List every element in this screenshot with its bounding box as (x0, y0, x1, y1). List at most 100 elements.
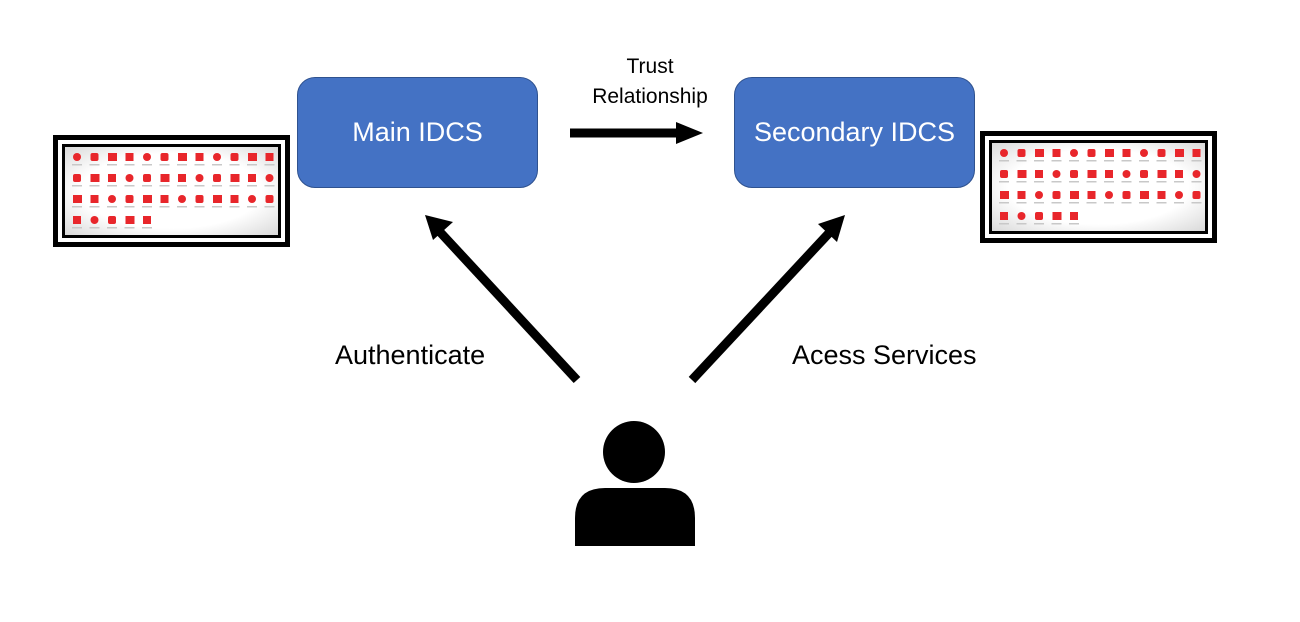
service-icon-caption (212, 164, 222, 166)
service-icon (1122, 170, 1131, 178)
service-icon-caption (1191, 202, 1202, 204)
service-icon (90, 174, 100, 182)
service-icon-caption (229, 185, 240, 187)
trust-arrow (570, 122, 703, 144)
service-icon-grid-left (53, 135, 290, 247)
service-icon (1070, 212, 1078, 220)
service-icon (1087, 170, 1097, 178)
service-icon (73, 195, 82, 203)
service-icon (1157, 170, 1167, 178)
service-icon (1035, 149, 1044, 157)
service-icon-caption (194, 206, 205, 208)
service-icon (1087, 191, 1096, 199)
service-icon-caption (999, 160, 1009, 162)
service-icon-caption (1016, 223, 1027, 225)
service-icon (90, 195, 99, 203)
service-icon-caption (1139, 202, 1149, 204)
service-icon (1105, 170, 1113, 178)
service-icon (1017, 149, 1026, 157)
service-icon (230, 153, 239, 161)
service-icon-caption (1051, 223, 1062, 225)
service-icon-caption (1121, 202, 1132, 204)
service-icon (108, 153, 117, 161)
service-icon (125, 174, 134, 182)
service-icon-caption (142, 164, 152, 166)
service-icon (160, 174, 170, 182)
trust-label-line1: Trust (626, 55, 674, 78)
service-icon-caption (72, 206, 82, 208)
service-icon-caption (72, 227, 82, 229)
service-icon (108, 195, 116, 203)
service-icon-caption (1051, 181, 1062, 183)
service-icon-caption (1069, 223, 1079, 225)
service-icon (1157, 149, 1166, 157)
service-icon-caption (1156, 202, 1167, 204)
service-icon-caption (107, 206, 117, 208)
service-icon (143, 195, 152, 203)
service-icon (73, 153, 81, 161)
service-icon-grid (72, 153, 275, 229)
service-icon-caption (1174, 181, 1184, 183)
service-icon-caption (1104, 202, 1114, 204)
authenticate-arrow (425, 215, 581, 384)
service-icon-caption (264, 206, 275, 208)
service-icon (1192, 191, 1201, 199)
service-icon-caption (1034, 223, 1044, 225)
service-icon-caption (72, 164, 82, 166)
service-icon (213, 153, 221, 161)
service-icon (1175, 170, 1183, 178)
service-icon (230, 174, 240, 182)
service-icon-caption (124, 185, 135, 187)
service-icon-caption (999, 223, 1009, 225)
service-icon-caption (107, 185, 117, 187)
service-icon-caption (264, 164, 275, 166)
service-icon-grid-right (980, 131, 1217, 243)
service-icon-caption (1139, 160, 1149, 162)
service-icon-grid (999, 149, 1202, 225)
service-icon-caption (1086, 181, 1097, 183)
service-icon-caption (1016, 202, 1027, 204)
service-icon-caption (247, 206, 257, 208)
service-icon (195, 195, 204, 203)
service-icon (1192, 149, 1201, 157)
service-icon (1052, 212, 1062, 220)
service-icon (125, 153, 134, 161)
service-icon (125, 216, 135, 224)
service-icon (1000, 191, 1009, 199)
service-icon (1175, 191, 1183, 199)
service-icon (178, 153, 187, 161)
service-icon-caption (1104, 160, 1114, 162)
main-idcs-label: Main IDCS (352, 117, 483, 147)
service-icon (1017, 191, 1026, 199)
service-icon (1052, 170, 1061, 178)
service-icon-caption (229, 164, 240, 166)
service-icon-caption (1069, 181, 1079, 183)
service-icon-caption (1051, 202, 1062, 204)
service-icon (1070, 191, 1079, 199)
service-icon-caption (1174, 202, 1184, 204)
service-icon (248, 153, 257, 161)
service-icon-caption (177, 164, 187, 166)
service-icon-caption (159, 206, 170, 208)
service-icon (1000, 149, 1008, 157)
service-icon (90, 216, 99, 224)
service-icon (230, 195, 239, 203)
service-icon (160, 195, 169, 203)
service-icon (213, 174, 221, 182)
service-icon (265, 153, 274, 161)
service-icon (1070, 170, 1078, 178)
service-icon-caption (212, 206, 222, 208)
service-icon (1035, 212, 1043, 220)
service-icon-caption (124, 227, 135, 229)
service-icon (1105, 191, 1113, 199)
service-icon (143, 216, 151, 224)
service-icon (1122, 149, 1131, 157)
service-icon (1052, 149, 1061, 157)
service-icon-caption (1034, 202, 1044, 204)
service-icon (108, 216, 116, 224)
service-icon (195, 174, 204, 182)
user-icon (575, 421, 695, 546)
service-icon (1140, 149, 1148, 157)
service-icon-caption (1069, 160, 1079, 162)
